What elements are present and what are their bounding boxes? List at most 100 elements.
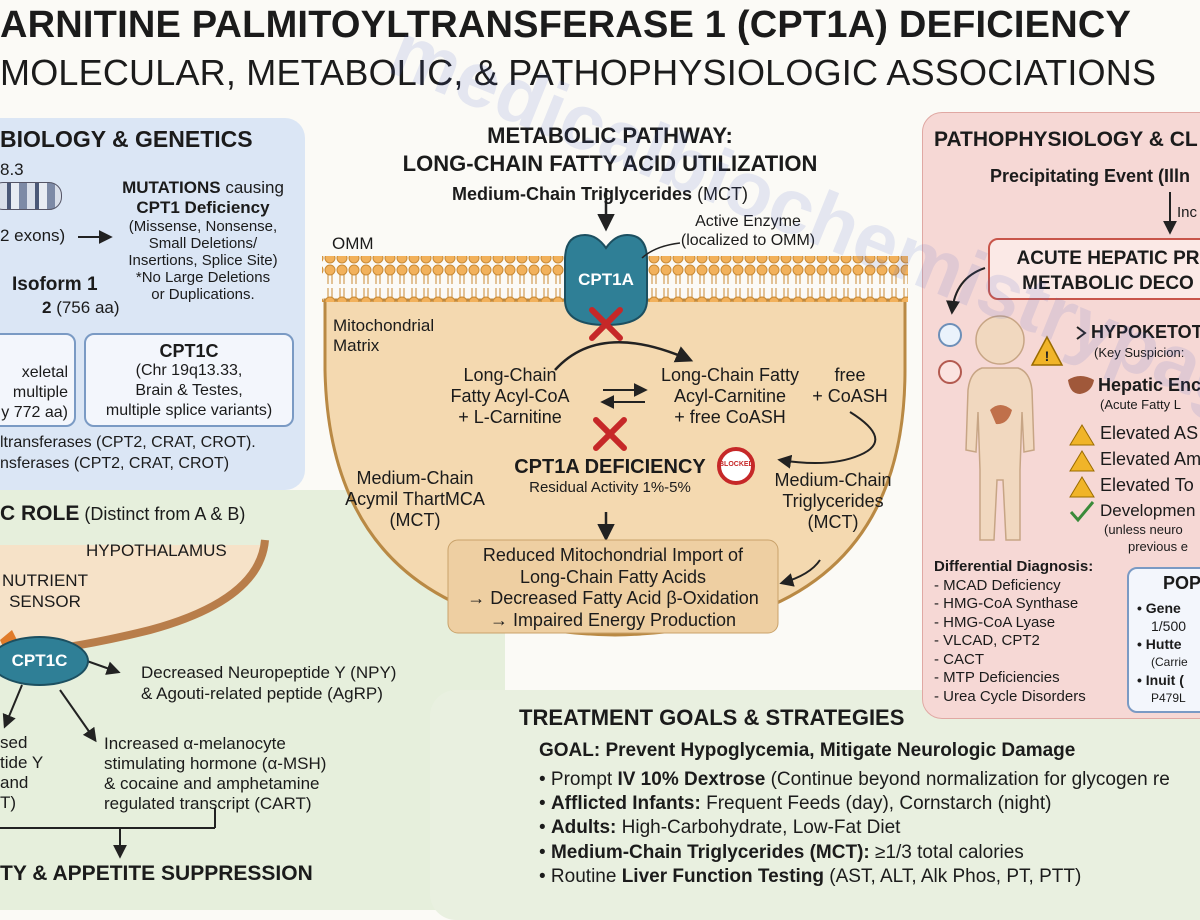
result-line: → Decreased Fatty Acid β-Oxidation [467,588,759,608]
item-detail: (AST, ALT, Alk Phos, PT, PTT) [824,865,1082,887]
dd-item: - HMG-CoA Lyase [934,613,1056,631]
treatment-list: • Prompt IV 10% Dextrose (Continue beyon… [539,768,1170,889]
npy-left-line: sed [0,733,28,752]
treatment-item: • Prompt IV 10% Dextrose (Continue beyon… [539,768,1170,792]
pop-line: • Gene [1137,600,1181,616]
npy-text: Decreased Neuropeptide Y (NPY) & Agouti-… [141,662,396,704]
item-detail: Frequent Feeds (day), Cornstarch (night) [700,793,1052,815]
mutation-line: (Missense, Nonsense, [128,218,278,235]
differential-diagnosis: Differential Diagnosis: - MCAD Deficienc… [934,558,1093,706]
svg-text:!: ! [1045,348,1050,364]
treatment-panel [430,690,1200,920]
msh-line: stimulating hormone (α-MSH) [104,754,327,773]
pathway-heading-line1: METABOLIC PATHWAY: [487,123,733,148]
free-coash: free + CoASH [800,365,900,407]
isoform2-length: (756 aa) [51,298,120,317]
dd-item: - VLCAD, CPT2 [934,632,1040,649]
active-enzyme-line1: Active Enzyme [695,213,801,230]
npy-left-line: tide Y [0,753,44,772]
treatment-item: • Adults: High-Carbohydrate, Low-Fat Die… [539,816,1170,840]
pathway-heading-line2: LONG-CHAIN FATTY ACID UTILIZATION [402,151,818,176]
child-figure-icon [965,315,1035,541]
cpt1c-box: CPT1C (Chr 19q13.33, Brain & Testes, mul… [84,333,294,427]
cpt1a-label: CPT1A [578,270,634,289]
role-heading-bold: C ROLE [0,502,80,525]
msh-line: & cocaine and amphetamine [104,774,320,793]
pathway-heading: METABOLIC PATHWAY: LONG-CHAIN FATTY ACID… [390,122,830,178]
acute-line2: METABOLIC DECO [1022,273,1194,294]
treatment-goal: GOAL: Prevent Hypoglycemia, Mitigate Neu… [539,740,1076,761]
decreased-npy-text: sed tide Y and T) [0,733,43,813]
blocked-text: BLOCKED [719,461,754,468]
hypoketotic-sub: (Key Suspicion: [1094,345,1185,360]
hepatic-liver-icon [1068,376,1094,394]
active-enzyme-line2: (localized to OMM) [680,232,816,249]
dd-item: - HMG-CoA Synthase [934,595,1079,612]
mutations-causing: causing [220,178,284,197]
patho-arrows: ! [938,192,1177,541]
lc-right-line: Long-Chain Fatty [660,365,800,385]
item-prefix: • Routine [539,865,622,887]
pathophysiology-heading: PATHOPHYSIOLOGY & CL [934,128,1198,151]
development-sub2: previous e [1128,539,1188,554]
elevated-ammonia: Elevated Am [1100,449,1200,469]
npy-left-line: T) [0,793,17,812]
exons-label: 2 exons) [0,226,66,245]
mc-right-line: (MCT) [807,512,859,532]
omm-label: OMM [332,234,374,253]
appetite-suppression-label: TY & APPETITE SUPPRESSION [0,862,313,885]
mct-top-bold: Medium-Chain Triglycerides [452,184,693,204]
lc-acyl-coa: Long-Chain Fatty Acyl-CoA + L-Carnitine [420,365,600,428]
treatment-item: • Afflicted Infants: Frequent Feeds (day… [539,792,1170,816]
active-enzyme-label: Active Enzyme (localized to OMM) [668,212,828,250]
mutations-cpt1: CPT1 Deficiency [136,198,270,217]
liver-icon [990,405,1012,425]
lc-left-line: Fatty Acyl-CoA [450,386,570,406]
lc-right-line: Acyl-Carnitine [673,386,787,406]
footer-transferases-1: ltransferases (CPT2, CRAT, CROT). [0,434,256,451]
lc-left-line: + L-Carnitine [458,407,562,427]
isoform1-label: Isoform 1 [12,274,98,295]
thermometer-icon [938,323,962,347]
cpt1c-text: CPT1C (Chr 19q13.33, Brain & Testes, mul… [86,341,292,421]
block-x-icon [589,307,627,451]
item-detail: ≥1/3 total calories [869,841,1024,863]
elevated-ast: Elevated AS [1100,423,1199,443]
result-line: Reduced Mitochondrial Import of [482,545,744,565]
cpt1a-deficiency-label: CPT1A DEFICIENCY Residual Activity 1%-5% [505,456,715,496]
chevron-right-icon [1076,326,1087,340]
matrix-line1: Mitochondrial [333,316,435,335]
cpt1b-line: multiple [12,384,68,401]
pop-line: • Hutte [1137,636,1182,652]
mutation-line: *No Large Deletions [135,269,271,286]
cpt1b-box: xeletal multiple y 772 aa) [0,333,76,427]
treatment-item: • Routine Liver Function Testing (AST, A… [539,865,1170,889]
nutrient-label: NUTRIENT [2,571,88,590]
inc-label: Inc [1177,204,1198,221]
precipitating-event: Precipitating Event (Illn [990,166,1191,186]
item-detail: (Continue beyond normalization for glyco… [765,769,1170,790]
mutation-line: Insertions, Splice Site) [128,252,278,269]
pop-line: (Carrie [1151,655,1188,669]
item-bold: IV 10% Dextrose [617,769,766,790]
footer-transferases-2: nsferases (CPT2, CRAT, CROT) [0,455,230,472]
pop-line: 1/500 [1151,618,1187,634]
hepatic-sub: (Acute Fatty L [1100,397,1181,412]
population-title: POP [1163,573,1200,593]
mutation-line: or Duplications. [151,286,255,303]
locus-label: 8.3 [0,160,24,179]
pop-line: P479L [1151,691,1186,705]
hypoketotic-label: HYPOKETOT [1091,322,1200,342]
elevated-total: Elevated To [1100,475,1194,495]
npy-line: Decreased Neuropeptide Y (NPY) [141,663,397,682]
item-prefix: • [539,793,551,815]
liver-symptom-icon [938,360,962,384]
result-line: Long-Chain Fatty Acids [519,566,707,587]
mutations-block: MUTATIONS causing CPT1 Deficiency (Misse… [108,178,298,303]
checkmark-icon [1069,501,1095,523]
genetics-arrows [78,230,113,244]
npy-left-line: and [0,773,29,792]
deficiency-subtitle: Residual Activity 1%-5% [529,479,691,496]
pop-line: • Inuit ( [1137,672,1184,688]
mutation-line: Small Deletions/ [148,235,258,252]
